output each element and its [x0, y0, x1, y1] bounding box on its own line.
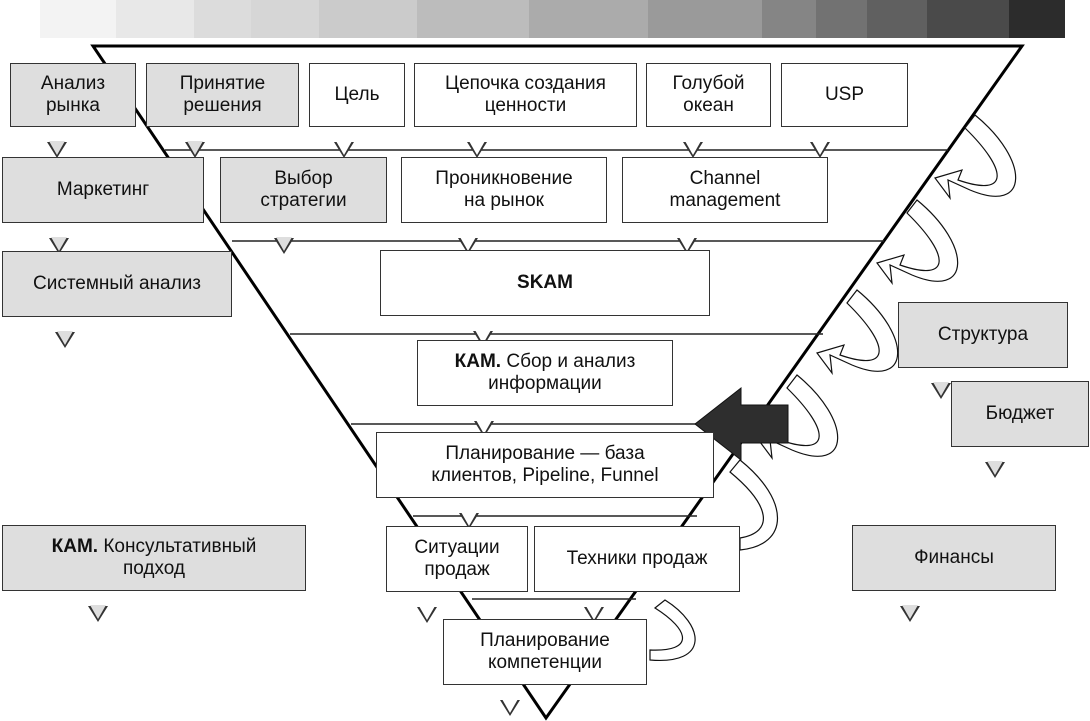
arrow-left-icon — [694, 386, 789, 462]
box-label: Принятие решения — [179, 73, 266, 116]
box-label: Планирование — база клиентов, Pipeline, … — [431, 443, 659, 486]
kam-prefix: КАМ. — [454, 351, 502, 372]
box-usp[interactable]: USP — [781, 63, 908, 158]
box-tsel[interactable]: Цель — [309, 63, 405, 158]
box-planirovanie-baza[interactable]: Планирование — база клиентов, Pipeline, … — [376, 432, 714, 529]
box-label: Бюджет — [985, 403, 1055, 424]
box-label: Цепочка создания ценности — [445, 73, 606, 116]
box-label: USP — [824, 84, 865, 105]
box-planirovanie-kompetentsii[interactable]: Планирование компетенции — [443, 619, 647, 716]
box-label: КАМ. Сбор и анализ информации — [455, 351, 636, 395]
gradient-swatch — [762, 0, 817, 38]
gradient-swatch — [250, 0, 319, 38]
kam-prefix: КАМ. — [51, 536, 99, 557]
gradient-swatch — [866, 0, 927, 38]
box-kam-sbor[interactable]: КАМ. Сбор и анализ информации — [417, 340, 673, 437]
box-label: Структура — [937, 324, 1029, 345]
box-channel-management[interactable]: Channel management — [622, 157, 828, 254]
grayscale-gradient-strip — [40, 0, 1090, 38]
box-struktura[interactable]: Структура — [898, 302, 1068, 399]
box-proniknovenie[interactable]: Проникновение на рынок — [401, 157, 607, 254]
box-byudzhet[interactable]: Бюджет — [951, 381, 1089, 478]
box-sistemny-analiz[interactable]: Системный анализ — [2, 251, 232, 348]
gradient-swatch — [194, 0, 251, 38]
box-skam[interactable]: SKAM — [380, 250, 710, 347]
box-tsepochka[interactable]: Цепочка создания ценности — [414, 63, 637, 158]
box-label: Анализ рынка — [40, 73, 106, 116]
box-label: Техники продаж — [566, 548, 708, 569]
box-tekhniki-prodazh[interactable]: Техники продаж — [534, 526, 740, 623]
gradient-swatch — [417, 0, 530, 38]
box-label: Ситуации продаж — [414, 537, 500, 580]
gradient-swatch — [529, 0, 648, 38]
box-label: Планирование компетенции — [480, 630, 610, 673]
gradient-swatch — [116, 0, 195, 38]
box-label: Финансы — [914, 547, 994, 568]
funnel-triangle — [90, 44, 1025, 721]
box-label: Выбор стратегии — [260, 168, 347, 211]
box-label: Голубой океан — [672, 73, 745, 116]
gradient-swatch — [647, 0, 763, 38]
gradient-swatch — [926, 0, 1009, 38]
box-label: SKAM — [517, 272, 573, 293]
box-label: Проникновение на рынок — [435, 168, 573, 211]
box-vybor-strategii[interactable]: Выбор стратегии — [220, 157, 387, 254]
box-finansy[interactable]: Финансы — [852, 525, 1056, 622]
kam-konsultativny-text: Консультативный подход — [103, 536, 257, 579]
box-kam-konsultativny[interactable]: КАМ. Консультативный подход — [2, 525, 306, 622]
box-analiz-rynka[interactable]: Анализ рынка — [10, 63, 136, 158]
box-label: Цель — [334, 84, 380, 105]
box-prinyatie-resheniya[interactable]: Принятие решения — [146, 63, 299, 158]
gradient-swatch — [318, 0, 418, 38]
box-label: Маркетинг — [56, 179, 150, 200]
kam-sbor-text: Сбор и анализ информации — [488, 351, 636, 394]
box-label: КАМ. Консультативный подход — [52, 536, 257, 580]
box-label: Системный анализ — [32, 273, 202, 294]
box-marketing[interactable]: Маркетинг — [2, 157, 204, 254]
gradient-swatch — [816, 0, 867, 38]
box-label: Channel management — [669, 168, 781, 211]
box-goluboy-okean[interactable]: Голубой океан — [646, 63, 771, 158]
box-situatsii-prodazh[interactable]: Ситуации продаж — [386, 526, 528, 623]
gradient-swatch — [1008, 0, 1066, 38]
gradient-swatch — [40, 0, 117, 38]
